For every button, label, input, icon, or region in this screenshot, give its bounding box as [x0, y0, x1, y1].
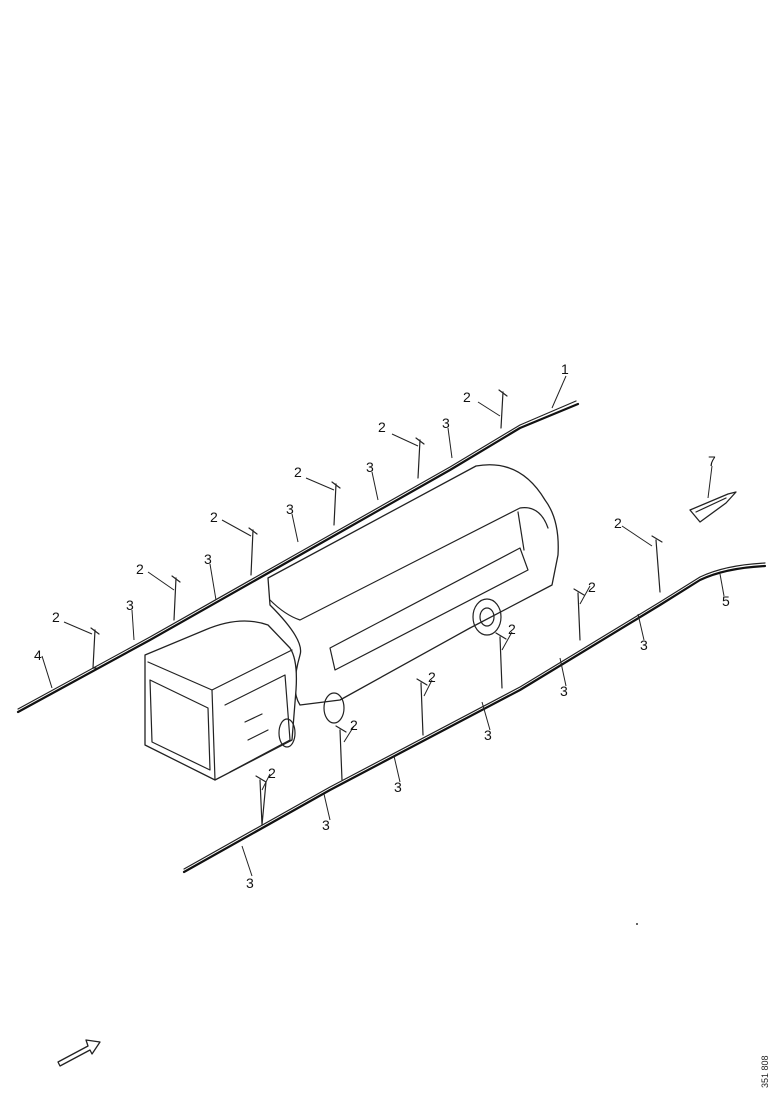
- middle-wheel: [323, 692, 345, 724]
- callout-2: 2: [463, 389, 471, 405]
- orientation-arrow-icon: [57, 1039, 101, 1067]
- callout-3: 3: [366, 459, 374, 475]
- windshield: [149, 679, 211, 771]
- callout-2: 2: [350, 717, 358, 733]
- callout-2: 2: [508, 621, 516, 637]
- callout-3: 3: [126, 597, 134, 613]
- rear-wheel: [472, 598, 502, 636]
- upper-strip: [16, 400, 580, 714]
- bus-illustration: [144, 464, 559, 781]
- bus-body: [267, 464, 559, 706]
- callout-4: 4: [34, 647, 42, 663]
- callout-3: 3: [286, 501, 294, 517]
- callout-3: 3: [560, 683, 568, 699]
- bus-window-band: [329, 547, 529, 671]
- lower-strip: [182, 562, 767, 874]
- direction-arrow-icon: [689, 491, 737, 523]
- callout-3: 3: [322, 817, 330, 833]
- upper-clips: [90, 389, 508, 669]
- callout-3: 3: [484, 727, 492, 743]
- bus-roof: [269, 507, 549, 621]
- callout-2: 2: [136, 561, 144, 577]
- callout-2: 2: [52, 609, 60, 625]
- callout-5: 5: [722, 593, 730, 609]
- callout-2: 2: [378, 419, 386, 435]
- callout-labels: 1 2 3 2 3 2 3 2 3 2 3 2 4 7 2 5 2 3 2 3 …: [34, 361, 730, 891]
- leader-lines: [41, 375, 725, 877]
- document-id: 351 808: [760, 1055, 770, 1088]
- callout-2: 2: [588, 579, 596, 595]
- callout-2: 2: [210, 509, 218, 525]
- callout-2: 2: [294, 464, 302, 480]
- callout-3: 3: [442, 415, 450, 431]
- callout-1: 1: [561, 361, 569, 377]
- callout-2: 2: [614, 515, 622, 531]
- lower-clips: [255, 535, 663, 826]
- callout-2: 2: [268, 765, 276, 781]
- callout-3: 3: [204, 551, 212, 567]
- front-wheel: [278, 718, 296, 748]
- callout-7: 7: [708, 453, 716, 469]
- bus-cab: [144, 620, 298, 781]
- callout-3: 3: [246, 875, 254, 891]
- callout-2: 2: [428, 669, 436, 685]
- callout-3: 3: [640, 637, 648, 653]
- callout-3: 3: [394, 779, 402, 795]
